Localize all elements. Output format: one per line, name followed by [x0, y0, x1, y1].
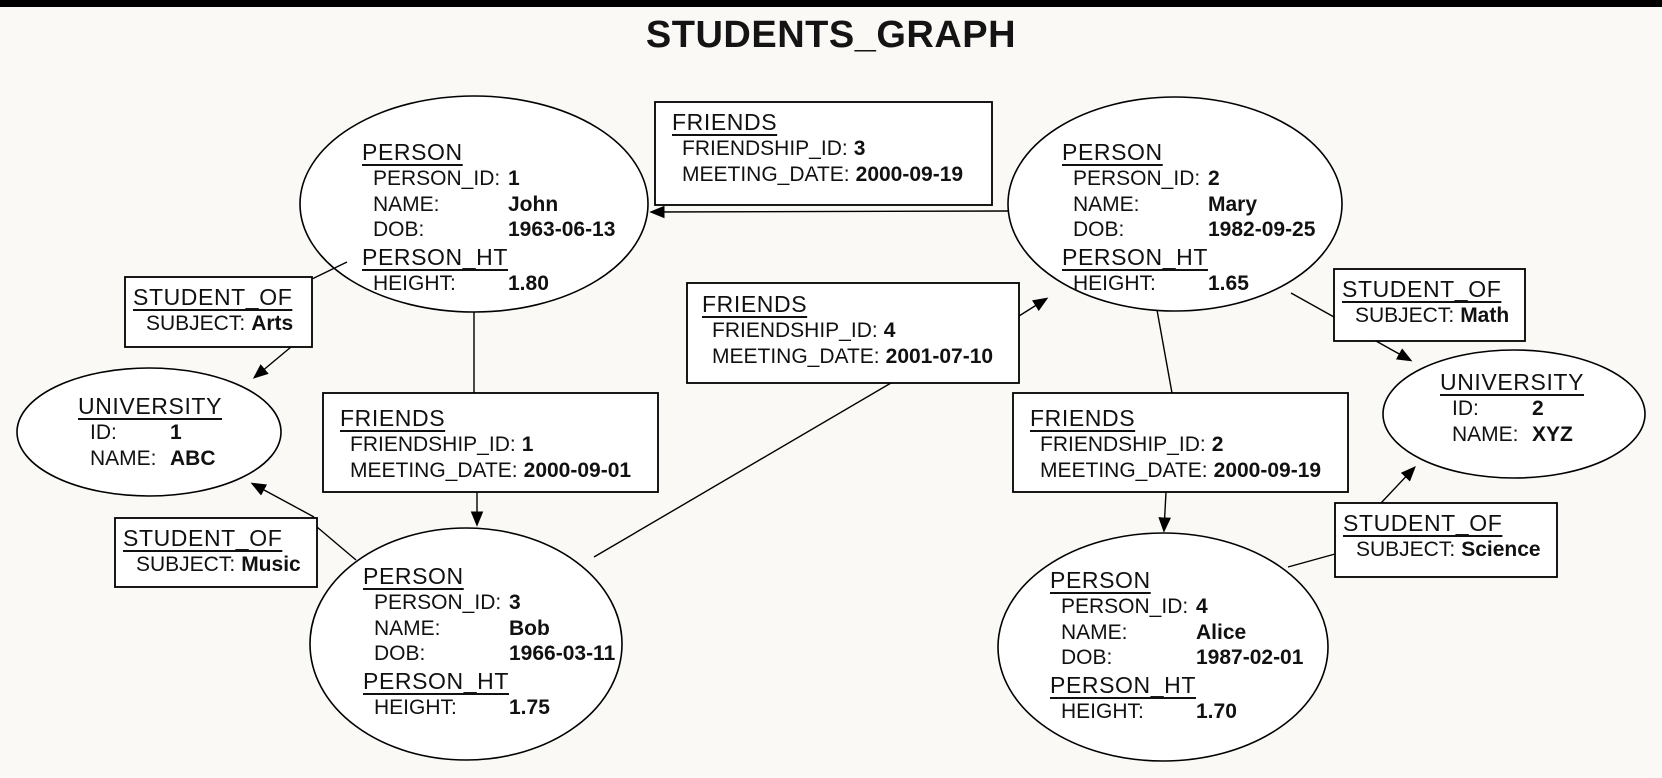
person-node-john: PERSON PERSON_ID:1 NAME:John DOB:1963-06… [362, 138, 615, 296]
person-node-bob-ellipse [309, 527, 623, 761]
edge-john-studentof-arts [311, 261, 348, 280]
node-heading: PERSON_HT [363, 667, 509, 694]
node-row: NAME:Bob [374, 616, 550, 640]
friends-2-label: FRIENDS FRIENDSHIP_ID:2 MEETING_DATE:200… [1030, 404, 1321, 484]
relationship-heading: FRIENDS [1030, 405, 1136, 431]
node-row: DOB:1982-09-25 [1073, 218, 1316, 241]
university-node-2-ellipse [1382, 349, 1646, 479]
relationship-row: FRIENDSHIP_ID:1 [350, 433, 534, 456]
student-of-arts-box [124, 276, 313, 348]
edge-arts-university1 [252, 346, 292, 379]
student-of-math-label: STUDENT_OF SUBJECT:Math [1342, 275, 1509, 329]
node-row: NAME:ABC [90, 446, 216, 470]
relationship-row: SUBJECT:Music [136, 553, 301, 576]
node-row: DOB:1963-06-13 [373, 218, 616, 241]
edge-friends2-alice [1158, 491, 1171, 533]
node-heading: PERSON [1050, 567, 1151, 593]
node-row: PERSON_ID:3 [374, 591, 521, 614]
node-row: HEIGHT:1.75 [374, 695, 550, 719]
relationship-row: SUBJECT:Math [1355, 304, 1510, 327]
edge-alice-studentof-science [1287, 553, 1336, 568]
node-heading: PERSON_HT [1050, 671, 1196, 698]
node-row: NAME:John [373, 192, 559, 216]
node-row: ID:2 [1452, 397, 1544, 420]
relationship-heading: STUDENT_OF [1343, 510, 1503, 536]
friends-3-label: FRIENDS FRIENDSHIP_ID:3 MEETING_DATE:200… [672, 108, 963, 188]
friends-1-label: FRIENDS FRIENDSHIP_ID:1 MEETING_DATE:200… [340, 404, 631, 484]
relationship-heading: FRIENDS [340, 405, 446, 431]
edge-bob-friends4 [593, 382, 892, 558]
person-node-alice-ellipse [997, 532, 1329, 762]
edge-science-university2 [1380, 465, 1416, 504]
node-heading: PERSON [362, 139, 463, 165]
relationship-row: FRIENDSHIP_ID:4 [712, 319, 896, 342]
relationship-row: SUBJECT:Science [1356, 538, 1541, 561]
student-of-science-box [1334, 502, 1558, 578]
student-of-music-label: STUDENT_OF SUBJECT:Music [123, 524, 301, 578]
friends-2-box [1012, 392, 1349, 493]
university-node-1: UNIVERSITY ID:1 NAME:ABC [78, 392, 222, 471]
university-node-2: UNIVERSITY ID:2 NAME:XYZ [1440, 368, 1584, 447]
node-heading: PERSON_HT [1062, 243, 1208, 270]
node-row: DOB:1966-03-11 [374, 642, 616, 665]
edge-friends4-mary [1018, 297, 1049, 317]
person-node-alice: PERSON PERSON_ID:4 NAME:Alice DOB:1987-0… [1050, 566, 1303, 724]
relationship-row: MEETING_DATE:2000-09-01 [350, 459, 632, 482]
relationship-row: FRIENDSHIP_ID:2 [1040, 433, 1224, 456]
node-row: PERSON_ID:1 [373, 167, 520, 190]
node-row: NAME:Mary [1073, 192, 1258, 216]
person-node-bob: PERSON PERSON_ID:3 NAME:Bob DOB:1966-03-… [363, 562, 615, 720]
person-node-mary: PERSON PERSON_ID:2 NAME:Mary DOB:1982-09… [1062, 138, 1315, 296]
edge-math-university2 [1375, 340, 1413, 362]
node-row: HEIGHT:1.65 [1073, 271, 1249, 295]
friends-3-box [654, 101, 993, 206]
node-heading: UNIVERSITY [78, 393, 223, 419]
student-of-math-box [1333, 268, 1526, 342]
node-row: ID:1 [90, 421, 182, 444]
relationship-heading: STUDENT_OF [123, 525, 283, 551]
node-row: NAME:Alice [1061, 620, 1247, 644]
relationship-heading: STUDENT_OF [1342, 276, 1502, 302]
student-of-science-label: STUDENT_OF SUBJECT:Science [1343, 509, 1541, 563]
relationship-heading: STUDENT_OF [133, 284, 293, 310]
relationship-row: MEETING_DATE:2000-09-19 [682, 163, 964, 186]
edge-mary-friends3-john [649, 205, 1009, 219]
node-heading: PERSON [1062, 139, 1163, 165]
student-of-music-box [114, 517, 318, 588]
edge-music-university1 [250, 482, 315, 518]
relationship-row: MEETING_DATE:2001-07-10 [712, 345, 994, 368]
friends-4-box [686, 282, 1020, 384]
student-of-arts-label: STUDENT_OF SUBJECT:Arts [133, 283, 293, 337]
node-heading: PERSON_HT [362, 243, 508, 270]
node-row: DOB:1987-02-01 [1061, 646, 1304, 669]
node-heading: UNIVERSITY [1440, 369, 1585, 395]
edge-bob-studentof-music [316, 526, 357, 561]
node-row: HEIGHT:1.80 [373, 271, 549, 295]
person-node-mary-ellipse [1007, 96, 1343, 312]
friends-4-label: FRIENDS FRIENDSHIP_ID:4 MEETING_DATE:200… [702, 290, 993, 370]
university-node-1-ellipse [16, 367, 282, 497]
edge-mary-studentof-math [1290, 292, 1335, 318]
node-heading: PERSON [363, 563, 464, 589]
node-row: PERSON_ID:2 [1073, 167, 1220, 190]
relationship-heading: FRIENDS [672, 109, 778, 135]
relationship-row: SUBJECT:Arts [146, 312, 294, 335]
page-title: STUDENTS_GRAPH [645, 14, 1017, 56]
node-row: PERSON_ID:4 [1061, 595, 1208, 618]
node-row: HEIGHT:1.70 [1061, 699, 1237, 723]
friends-1-box [322, 392, 659, 493]
relationship-row: MEETING_DATE:2000-09-19 [1040, 459, 1322, 482]
node-row: NAME:XYZ [1452, 422, 1573, 446]
relationship-row: FRIENDSHIP_ID:3 [682, 137, 866, 160]
edge-mary-friends2 [1156, 309, 1173, 394]
top-black-bar [0, 0, 1662, 7]
relationship-heading: FRIENDS [702, 291, 808, 317]
